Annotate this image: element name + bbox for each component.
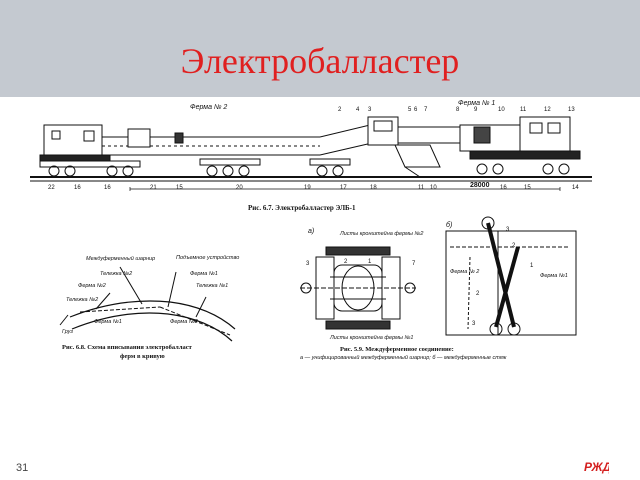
svg-text:22: 22 bbox=[48, 185, 55, 191]
svg-text:7: 7 bbox=[424, 107, 428, 113]
svg-text:5: 5 bbox=[408, 107, 412, 113]
svg-text:2: 2 bbox=[338, 107, 342, 113]
svg-text:2: 2 bbox=[476, 291, 480, 297]
slide-body: Ферма № 2 Ферма № 1 28000 2 4 3 5 6 7 8 … bbox=[0, 97, 640, 480]
svg-text:21: 21 bbox=[150, 185, 157, 191]
svg-text:РЖД: РЖД bbox=[584, 460, 609, 474]
caption-fig-6-7: Рис. 6.7. Электробалластер ЭЛБ-1 bbox=[248, 204, 356, 212]
svg-text:Тележка №1: Тележка №1 bbox=[196, 283, 228, 289]
svg-text:Ферма №1: Ферма №1 bbox=[94, 319, 122, 325]
callouts-bottom: 22 16 16 21 15 20 19 17 18 11 10 16 15 1… bbox=[48, 185, 579, 191]
svg-text:3: 3 bbox=[472, 321, 476, 327]
technical-drawing: Ферма № 2 Ферма № 1 28000 2 4 3 5 6 7 8 … bbox=[30, 100, 592, 361]
panel-b-label: б) bbox=[446, 221, 452, 229]
callouts-a: 3 2 1 7 bbox=[306, 259, 416, 267]
panel-a-label: а) bbox=[308, 228, 314, 235]
svg-text:1: 1 bbox=[368, 259, 372, 265]
svg-text:16: 16 bbox=[500, 185, 507, 191]
joint-drawing-b bbox=[445, 216, 577, 336]
svg-text:10: 10 bbox=[498, 107, 505, 113]
svg-text:1: 1 bbox=[530, 263, 534, 269]
svg-text:7: 7 bbox=[412, 261, 416, 267]
ballaster-side-view bbox=[30, 116, 592, 191]
svg-text:9: 9 bbox=[474, 107, 478, 113]
slide-title: Электробалластер bbox=[180, 41, 460, 81]
svg-text:17: 17 bbox=[340, 185, 347, 191]
svg-text:Подъемное устройство: Подъемное устройство bbox=[176, 254, 239, 261]
svg-text:19: 19 bbox=[304, 185, 311, 191]
caption-fig-5-9-line1: Рис. 5.9. Междуферменное соединение: bbox=[340, 346, 454, 353]
svg-text:11: 11 bbox=[520, 107, 527, 113]
svg-text:8: 8 bbox=[456, 107, 460, 113]
svg-text:14: 14 bbox=[572, 185, 579, 191]
svg-text:13: 13 bbox=[568, 107, 575, 113]
svg-text:20: 20 bbox=[236, 185, 243, 191]
svg-text:3: 3 bbox=[368, 107, 372, 113]
svg-text:Груз: Груз bbox=[62, 329, 73, 335]
svg-text:2: 2 bbox=[344, 259, 348, 265]
svg-text:Ферма №2: Ферма №2 bbox=[170, 319, 198, 325]
label-farm1-joint: Ферма №1 bbox=[540, 273, 568, 279]
svg-text:15: 15 bbox=[176, 185, 183, 191]
svg-text:Ферма №1: Ферма №1 bbox=[190, 271, 218, 277]
svg-text:6: 6 bbox=[414, 107, 418, 113]
svg-text:3: 3 bbox=[506, 227, 510, 233]
svg-text:Междуферменный шарнир: Междуферменный шарнир bbox=[86, 255, 155, 262]
svg-text:12: 12 bbox=[544, 107, 551, 113]
label-top-plates: Листы кронштейна фермы №2 bbox=[339, 230, 423, 237]
curve-scheme-labels: Междуферменный шарнир Подъемное устройст… bbox=[62, 254, 239, 335]
svg-text:Тележка №2: Тележка №2 bbox=[66, 297, 98, 303]
title-bar: Электробалластер bbox=[0, 0, 640, 97]
svg-text:15: 15 bbox=[524, 185, 531, 191]
svg-text:10: 10 bbox=[430, 185, 437, 191]
curve-scheme bbox=[59, 266, 236, 342]
svg-text:2: 2 bbox=[512, 243, 516, 249]
svg-text:Ферма №2: Ферма №2 bbox=[78, 283, 106, 289]
joint-drawing-a bbox=[300, 246, 416, 330]
label-farm1-top: Ферма № 1 bbox=[458, 100, 495, 107]
caption-fig-5-9-line2: а — унифицированный междуферменный шарни… bbox=[300, 354, 507, 361]
page-number: 31 bbox=[16, 462, 29, 474]
svg-text:16: 16 bbox=[104, 185, 111, 191]
svg-text:3: 3 bbox=[306, 261, 310, 267]
caption-fig-6-8-line2: ферм в кривую bbox=[120, 353, 165, 360]
callouts-top: 2 4 3 5 6 7 8 9 10 11 12 13 bbox=[338, 107, 575, 113]
svg-text:18: 18 bbox=[370, 185, 377, 191]
label-bottom-plates: Листы кронштейна фермы №1 bbox=[329, 334, 413, 341]
rzd-logo: РЖД bbox=[584, 460, 609, 474]
svg-text:11: 11 bbox=[418, 185, 425, 191]
svg-text:4: 4 bbox=[356, 107, 360, 113]
dimension-length: 28000 bbox=[470, 182, 490, 189]
svg-text:16: 16 bbox=[74, 185, 81, 191]
caption-fig-6-8-line1: Рис. 6.8. Схема вписывания электробаллас… bbox=[62, 344, 193, 351]
callouts-b: 3 2 1 2 3 bbox=[472, 227, 534, 327]
label-farm2-top: Ферма № 2 bbox=[190, 104, 227, 111]
svg-text:Тележка №2: Тележка №2 bbox=[100, 271, 132, 277]
label-farm2-joint: Ферма № 2 bbox=[450, 269, 479, 275]
